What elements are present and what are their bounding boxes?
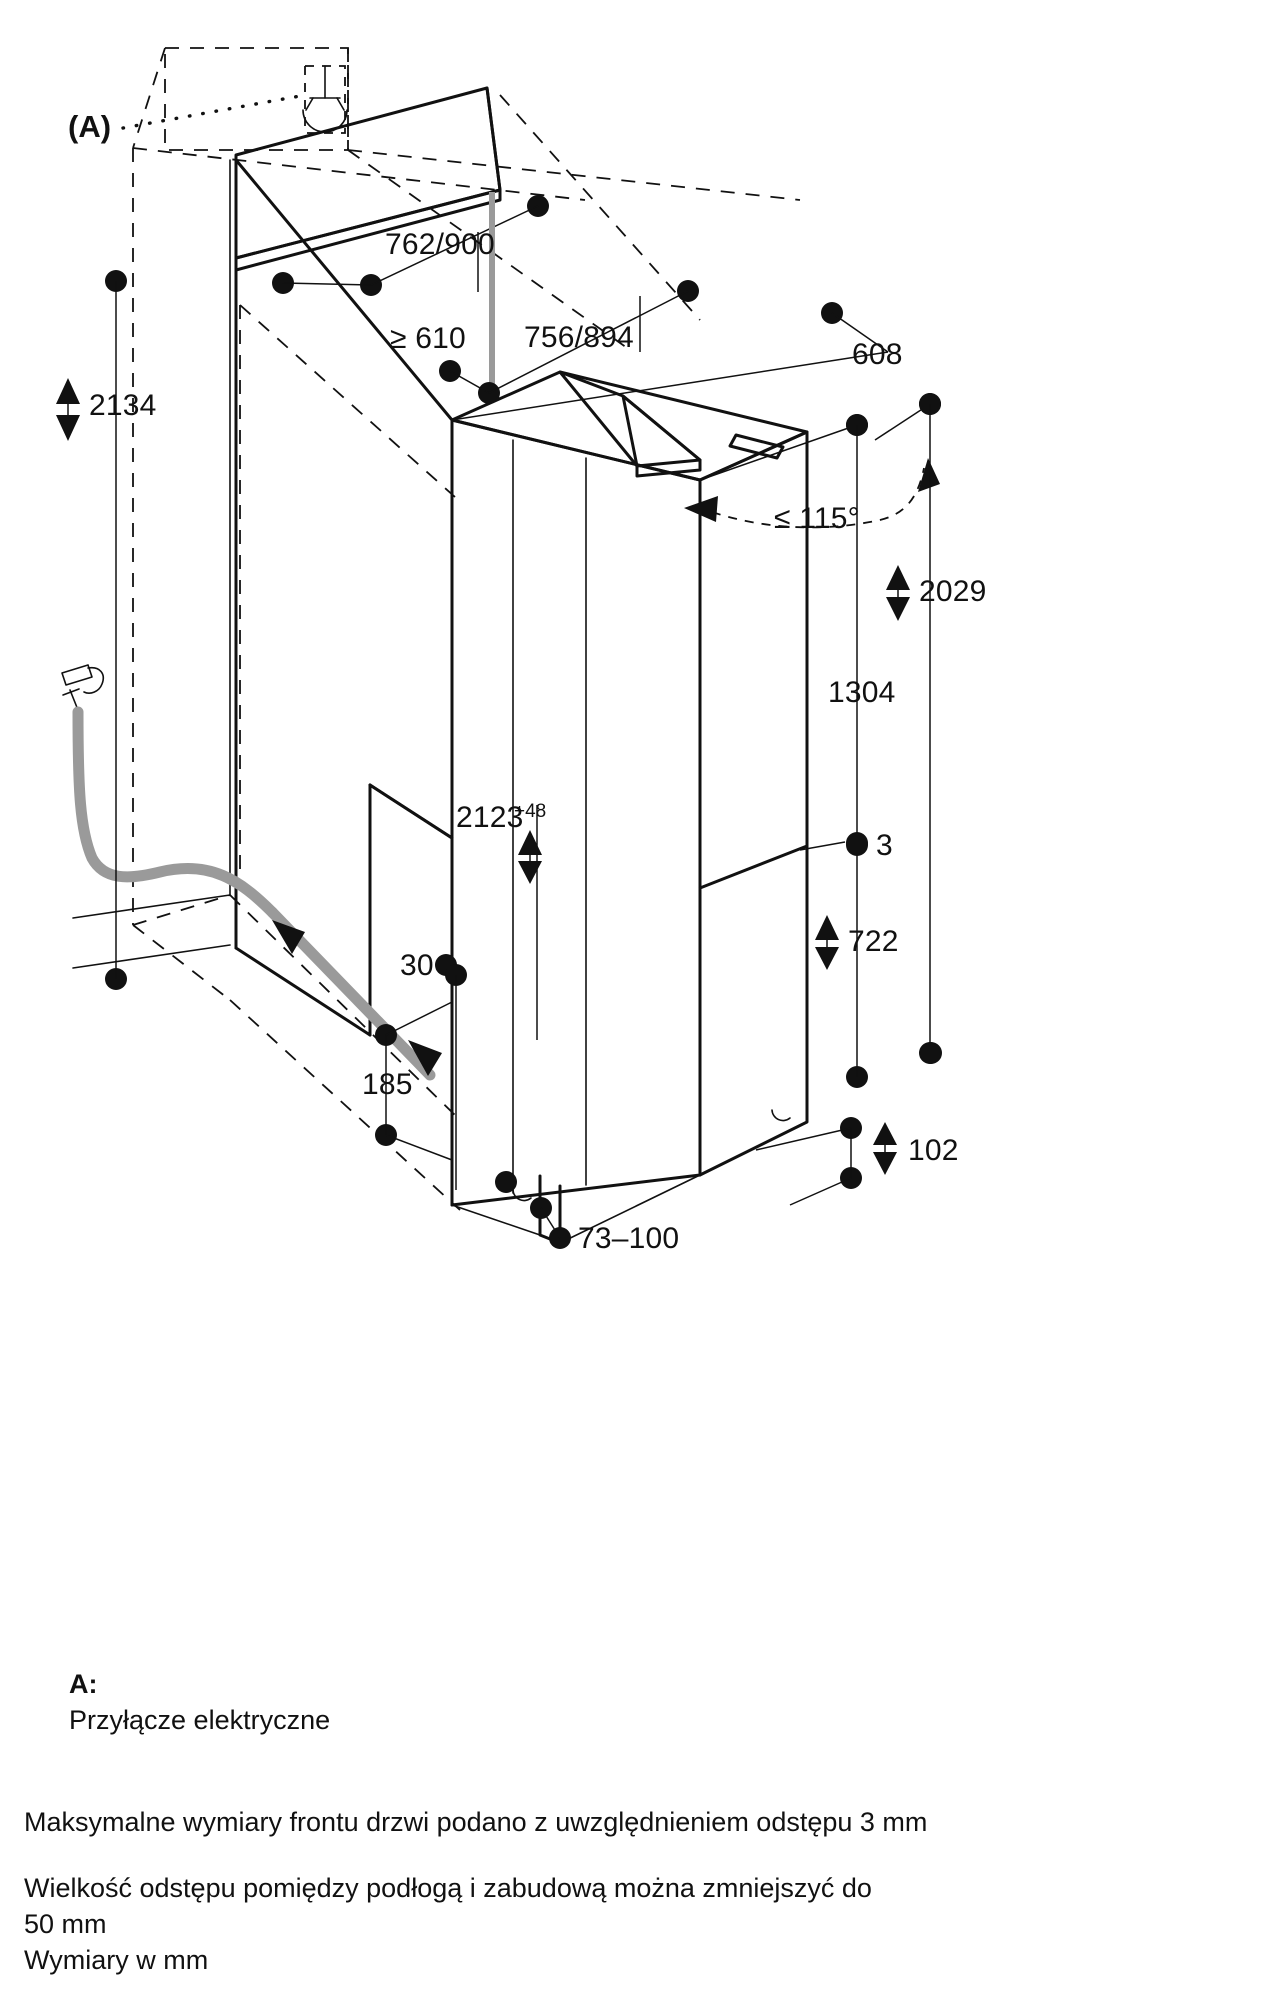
dimension-610-label: ≥ 610 — [390, 322, 466, 355]
dimension-30-label: 30 — [400, 949, 434, 982]
dimension-115-label: ≤ 115° — [774, 502, 860, 535]
dimension-fridge-door-height: 1304 — [828, 414, 896, 856]
reference-leader-line — [121, 94, 302, 130]
niche-construction-lines — [132, 47, 801, 1211]
niche-side-panels — [72, 158, 454, 1207]
dimension-762-900-label: 762/900 — [385, 228, 495, 261]
installation-drawing: (A) 2134 762/900 — [56, 47, 987, 1255]
dimension-niche-width: 756/894 — [488, 280, 699, 394]
dimension-appliance-height: 2029 — [886, 393, 987, 1064]
water-supply-hose — [72, 706, 436, 1081]
dimension-102-label: 102 — [908, 1134, 959, 1167]
dimension-hinge-gap: 30 — [400, 949, 467, 1190]
note-floor-gap: Wielkość odstępu pomiędzy podłogą i zabu… — [24, 1873, 872, 1903]
dimension-front-panel-height: 2123 +48 — [368, 783, 546, 1040]
reference-marker-a: (A) — [68, 109, 111, 144]
note-legend-value: Przyłącze elektryczne — [69, 1705, 331, 1735]
dimension-608-label: 608 — [852, 338, 903, 371]
electrical-connection-icon — [302, 65, 348, 133]
dimension-756-894-label: 756/894 — [524, 321, 634, 354]
dimension-door-angle: ≤ 115° — [684, 458, 940, 535]
dimension-freezer-door-height: 722 — [815, 855, 899, 1088]
notes-block: A: Przyłącze elektryczne Maksymalne wymi… — [24, 1630, 1264, 2008]
dimension-water-offset: 185 — [362, 1001, 453, 1161]
note-legend: A: Przyłącze elektryczne — [24, 1630, 1264, 1774]
water-tap-icon — [61, 664, 104, 711]
upper-cabinet-box — [234, 86, 502, 272]
note-door-front-dimensions: Maksymalne wymiary frontu drzwi podano z… — [24, 1807, 928, 1837]
dimension-2134-label: 2134 — [89, 389, 157, 422]
dimension-door-gap: 3 — [799, 829, 893, 862]
dimension-2029-label: 2029 — [919, 575, 987, 608]
dimension-2123-label: 2123 — [456, 801, 524, 834]
dimension-front-width: 762/900 — [272, 192, 549, 400]
dimension-722-label: 722 — [848, 925, 899, 958]
dimension-niche-height: 2134 — [56, 270, 157, 990]
dimension-plinth-height: 102 — [755, 1117, 959, 1206]
dimension-185-label: 185 — [362, 1068, 413, 1101]
dimension-2123-superscript: +48 — [514, 801, 546, 822]
hose-arrow-1 — [272, 920, 305, 954]
note-units: Wymiary w mm — [24, 1945, 209, 1975]
dimension-73-100-label: 73–100 — [578, 1222, 679, 1255]
note-legend-key: A: — [69, 1669, 98, 1699]
appliance-body — [450, 370, 809, 1245]
hose-arrow-2 — [408, 1040, 442, 1076]
floor-reference-nodes — [495, 1042, 942, 1193]
dimension-plinth-depth: 73–100 — [530, 1197, 679, 1255]
note-floor-gap-value: 50 mm — [24, 1909, 107, 1939]
dimension-1304-label: 1304 — [828, 676, 896, 709]
dimension-3-label: 3 — [876, 829, 893, 862]
